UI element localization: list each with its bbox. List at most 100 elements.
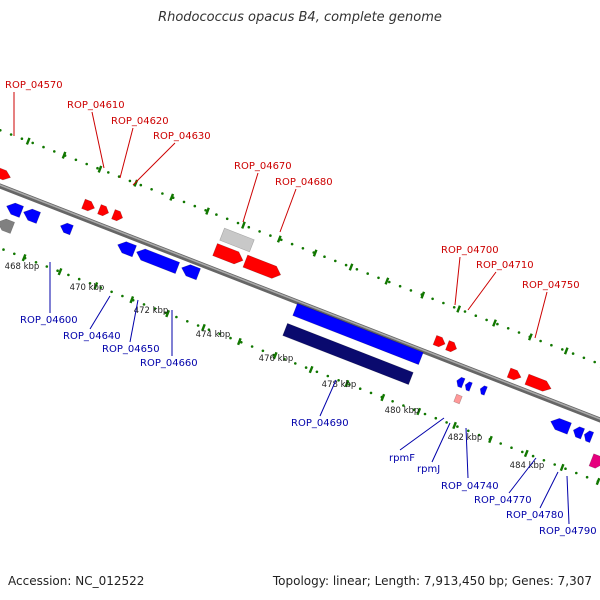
gene-rev-e-shape bbox=[136, 248, 181, 274]
gene-fwd-b bbox=[81, 198, 96, 212]
track-dot bbox=[261, 349, 265, 353]
track-dot bbox=[355, 268, 359, 271]
label-leader-rop-04670 bbox=[242, 172, 259, 223]
label-leader-rop-04750 bbox=[534, 291, 548, 339]
gene-rev-h-shape bbox=[464, 381, 473, 392]
track-dot bbox=[326, 374, 330, 378]
track-dot bbox=[585, 475, 589, 479]
track-tick bbox=[452, 421, 457, 430]
gene-fwd-j-shape bbox=[524, 373, 552, 392]
gene-fwd-b-shape bbox=[81, 198, 96, 212]
track-tick bbox=[272, 351, 278, 360]
track-tick bbox=[527, 333, 533, 341]
label-leader-rop-04780 bbox=[539, 471, 559, 509]
scale-label-474-kbp: 474 kbp bbox=[196, 330, 231, 340]
gene-rna bbox=[453, 393, 463, 405]
track-dot bbox=[229, 336, 232, 340]
gene-rev-c-shape bbox=[59, 222, 74, 236]
track-dot bbox=[366, 272, 370, 275]
track-dot bbox=[88, 282, 92, 285]
track-dot bbox=[45, 265, 49, 268]
track-dot bbox=[369, 391, 373, 395]
label-leader-rop-04640 bbox=[89, 295, 111, 330]
gene-fwd-h bbox=[445, 340, 458, 353]
gene-fwd-e bbox=[212, 243, 244, 265]
gene-rev-i-shape bbox=[479, 385, 488, 396]
track-dot bbox=[74, 158, 78, 162]
track-dot bbox=[207, 328, 211, 332]
track-dot bbox=[193, 204, 197, 208]
track-dot bbox=[391, 400, 394, 403]
track-tick bbox=[559, 463, 565, 472]
gene-label-rpmj: rpmJ bbox=[417, 464, 440, 475]
gene-rev-e bbox=[136, 248, 181, 274]
track-dot bbox=[161, 192, 164, 195]
gene-fwd-k bbox=[588, 453, 600, 469]
track-tick bbox=[236, 337, 242, 346]
track-tick bbox=[456, 305, 462, 313]
track-dot bbox=[304, 366, 308, 369]
track-tick bbox=[348, 263, 354, 271]
track-dot bbox=[550, 343, 553, 347]
track-dot bbox=[582, 356, 586, 360]
track-dot bbox=[290, 242, 294, 246]
track-dot bbox=[358, 387, 362, 391]
track-dot bbox=[456, 425, 459, 428]
track-dot bbox=[121, 294, 124, 298]
gene-rev-l-shape bbox=[583, 430, 595, 443]
gene-rev-a bbox=[6, 202, 25, 218]
label-leader-rop-04790 bbox=[566, 475, 570, 525]
track-tick bbox=[201, 323, 206, 332]
track-dot bbox=[280, 238, 283, 242]
gene-fwd-f bbox=[242, 254, 282, 279]
label-leader-rop-04650 bbox=[129, 299, 139, 343]
label-leader-rop-04740 bbox=[465, 427, 469, 479]
track-dot bbox=[539, 339, 542, 343]
label-leader-rop-04710 bbox=[467, 271, 497, 311]
gene-label-rop-04640: ROP_04640 bbox=[63, 331, 121, 342]
track-dot bbox=[506, 327, 510, 330]
track-dot bbox=[0, 129, 2, 132]
track-dot bbox=[218, 332, 221, 336]
track-dot bbox=[34, 261, 38, 264]
gene-fwd-i-shape bbox=[506, 367, 522, 381]
track-tick bbox=[312, 249, 318, 257]
track-dot bbox=[236, 221, 240, 225]
track-dot bbox=[107, 171, 110, 174]
track-dot bbox=[531, 454, 535, 458]
gene-rev-b bbox=[23, 208, 42, 224]
gene-label-rop-04670: ROP_04670 bbox=[234, 161, 292, 172]
track-dot bbox=[412, 408, 416, 412]
track-dot bbox=[215, 213, 218, 216]
gene-rev-dark bbox=[282, 323, 414, 385]
track-dot bbox=[204, 209, 207, 212]
track-dot bbox=[467, 429, 470, 433]
track-dot bbox=[388, 280, 391, 284]
gene-fwd-d-shape bbox=[111, 209, 124, 222]
accession-label: Accession: NC_012522 bbox=[8, 574, 145, 588]
gene-rev-d bbox=[117, 241, 137, 258]
track-tick bbox=[380, 393, 386, 402]
track-dot bbox=[337, 379, 340, 382]
track-dot bbox=[323, 255, 326, 258]
label-leader-rop-04770 bbox=[508, 457, 537, 494]
gene-rev-b-shape bbox=[23, 208, 42, 224]
gene-label-rop-04710: ROP_04710 bbox=[476, 260, 534, 271]
gene-fwd-d bbox=[111, 209, 124, 222]
track-tick bbox=[595, 477, 600, 486]
track-dot bbox=[128, 179, 132, 183]
track-dot bbox=[575, 471, 578, 475]
track-dot bbox=[56, 269, 59, 273]
gene-label-rop-04780: ROP_04780 bbox=[506, 510, 564, 521]
gene-label-rop-04570: ROP_04570 bbox=[5, 80, 63, 91]
track-tick bbox=[25, 137, 31, 145]
track-tick bbox=[563, 347, 569, 355]
gene-rev-d-shape bbox=[117, 241, 137, 258]
track-tick bbox=[169, 193, 175, 201]
track-dot bbox=[225, 217, 229, 221]
track-dot bbox=[423, 412, 427, 416]
track-dot bbox=[571, 352, 575, 355]
track-dot bbox=[348, 383, 351, 386]
